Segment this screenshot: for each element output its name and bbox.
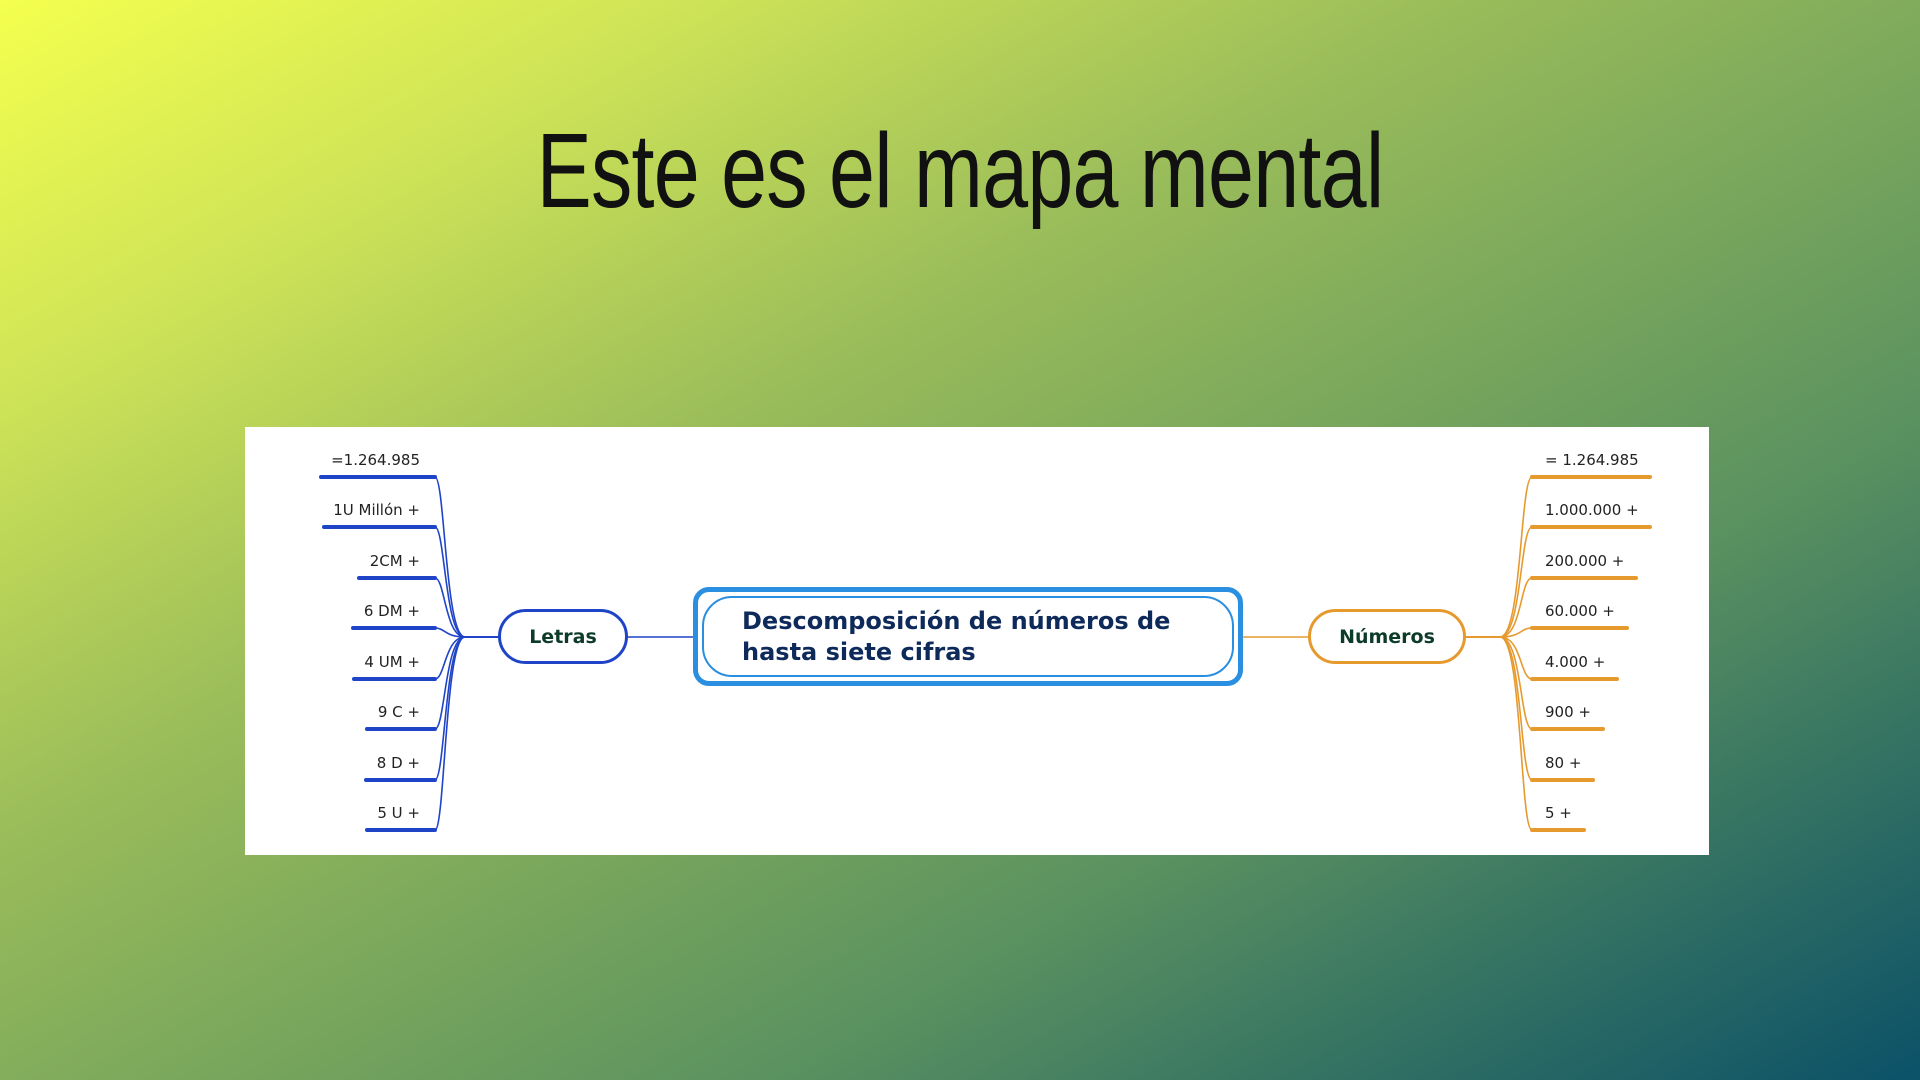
right-leaf-label: 60.000 + — [1545, 602, 1615, 620]
left-leaf-label: 4 UM + — [364, 653, 420, 671]
right-branch-curve — [1499, 636, 1533, 831]
left-leaf-label: 2CM + — [369, 552, 420, 570]
left-leaf-label: 1U Millón + — [333, 501, 420, 519]
right-branch-curve — [1499, 627, 1533, 638]
right-leaf-label: 4.000 + — [1545, 653, 1606, 671]
left-leaf-label: 9 C + — [377, 703, 420, 721]
left-branch-curve — [434, 627, 466, 638]
right-leaf-label: 1.000.000 + — [1545, 501, 1639, 519]
right-leaf-label: 900 + — [1545, 703, 1591, 721]
right-leaf-label: 200.000 + — [1545, 552, 1625, 570]
right-branch-curve — [1499, 476, 1533, 638]
numeros-node: Números — [1308, 609, 1466, 664]
left-branch-curve — [434, 577, 466, 638]
left-leaf-label: 8 D + — [376, 754, 420, 772]
left-leaf-label: 5 U + — [377, 804, 420, 822]
right-leaf-label: 5 + — [1545, 804, 1572, 822]
central-node-line2: hasta siete cifras — [742, 637, 976, 666]
left-leaf-label: =1.264.985 — [331, 451, 420, 469]
right-branch-curve — [1499, 636, 1533, 781]
right-leaf-label: = 1.264.985 — [1545, 451, 1639, 469]
right-leaf-label: 80 + — [1545, 754, 1582, 772]
letras-node: Letras — [498, 609, 628, 664]
left-branch-curve — [434, 476, 466, 638]
left-branch-curve — [434, 636, 466, 831]
central-node: Descomposición de números de hasta siete… — [693, 587, 1243, 686]
left-leaf-label: 6 DM + — [363, 602, 420, 620]
right-branch-curve — [1499, 636, 1533, 680]
right-branch-curve — [1499, 526, 1533, 638]
left-branch-curve — [434, 636, 466, 781]
slide-title: Este es el mapa mental — [536, 112, 1385, 230]
left-branch-curve — [434, 526, 466, 638]
right-branch-curve — [1499, 577, 1533, 638]
central-node-line1: Descomposición de números de — [742, 606, 1171, 635]
